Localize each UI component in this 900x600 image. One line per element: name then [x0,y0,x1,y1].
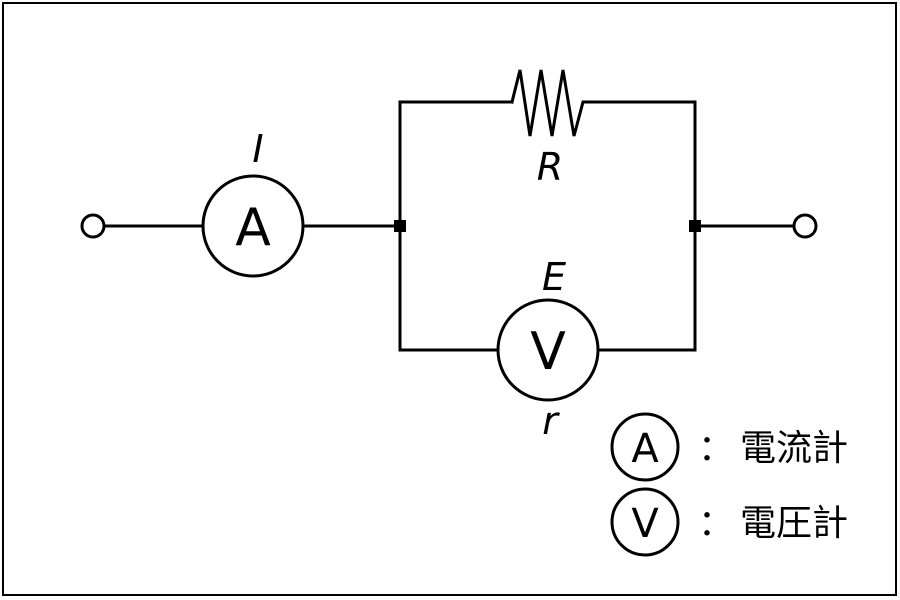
voltmeter: V [496,298,600,402]
legend-ammeter-meaning: 電流計 [740,428,848,469]
voltmeter-bottom-label: r [542,399,560,443]
legend-ammeter-separator: ： [698,428,734,469]
legend: A ： 電流計 V ： 電圧計 [610,412,848,557]
resistor [510,69,590,137]
legend-ammeter-symbol: A [631,426,659,472]
voltmeter-top-label: E [542,255,566,299]
legend-voltmeter-meaning: 電圧計 [740,503,848,544]
legend-voltmeter-separator: ： [698,503,734,544]
legend-item-ammeter: A ： 電流計 [610,412,848,482]
right-terminal [792,213,818,239]
resistor-label: R [537,145,563,189]
legend-ammeter-ring [610,412,680,482]
resistor-branch [398,69,697,137]
current-label: I [252,127,263,171]
node-left [394,220,406,232]
ammeter-symbol: A [235,198,271,258]
legend-voltmeter-ring [610,487,680,557]
ammeter: A [201,174,305,278]
voltmeter-symbol: V [530,322,566,382]
left-terminal [80,213,106,239]
legend-voltmeter-symbol: V [631,501,659,547]
legend-item-voltmeter: V ： 電圧計 [610,487,848,557]
voltmeter-ring [496,298,600,402]
